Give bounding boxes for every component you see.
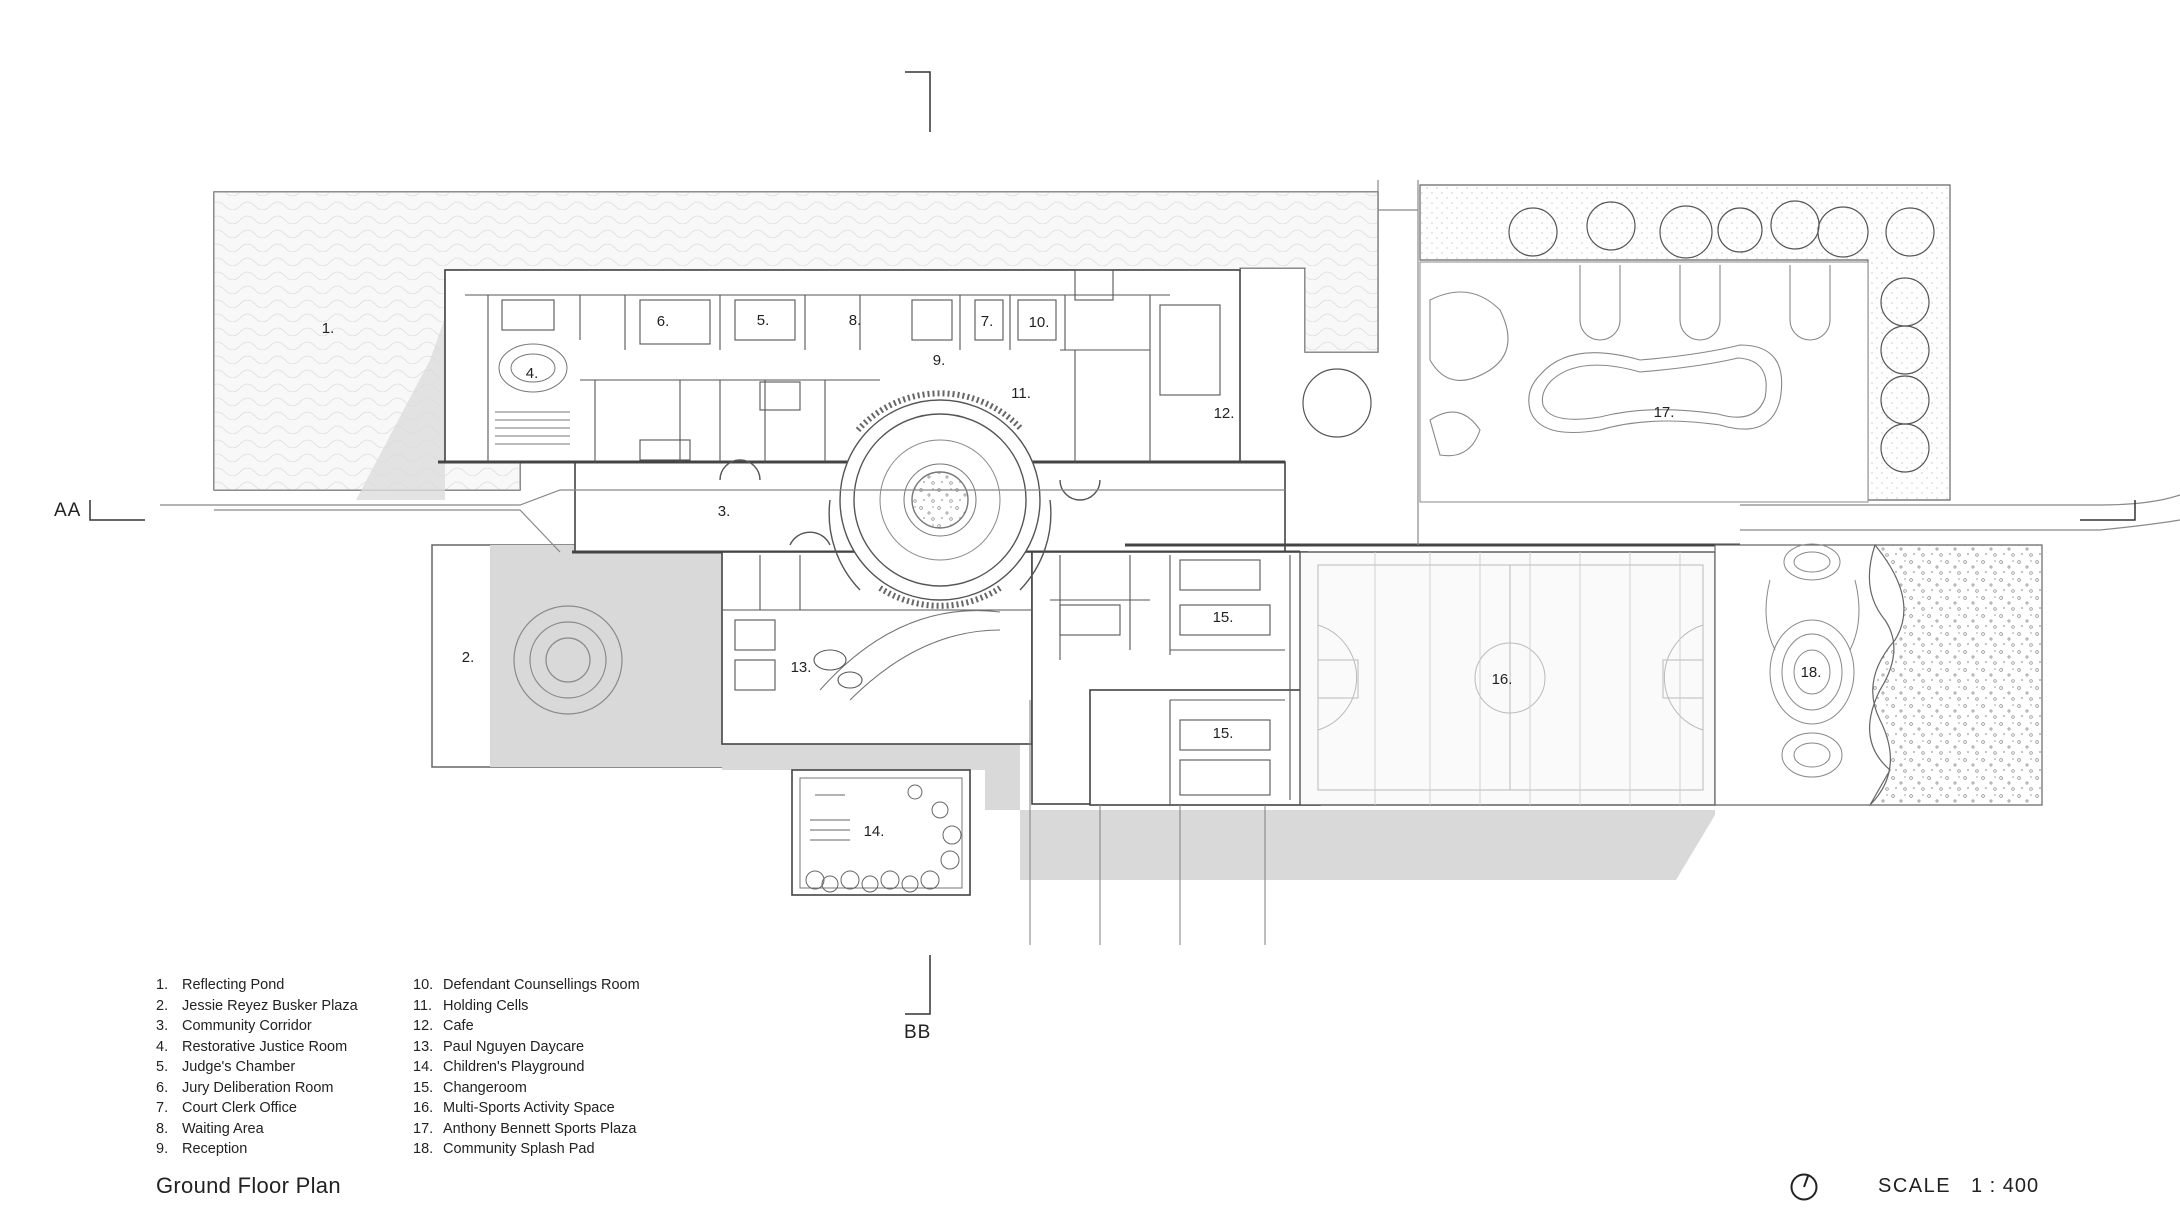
legend-item: 8. Waiting Area [156,1119,358,1140]
legend-num: 6. [156,1079,169,1096]
legend-label: Community Corridor [182,1018,312,1034]
legend-num: 5. [156,1059,169,1075]
room-tag-14: 14. [864,823,885,840]
room-tag-12: 12. [1214,405,1235,422]
legend-item: 12. Cafe [413,1016,640,1037]
legend-label: Defendant Counsellings Room [443,977,640,993]
legend-item: 4. Restorative Justice Room [156,1037,358,1058]
room-tag-9: 9. [933,352,946,369]
legend-num: 8. [156,1120,169,1137]
room-tag-16: 16. [1492,671,1513,688]
room-tag-7: 7. [981,313,994,330]
legend-label: Waiting Area [182,1120,264,1137]
room-tag-18: 18. [1801,664,1822,681]
room-tag-6: 6. [657,313,670,330]
scale-label: SCALE [1878,1175,1952,1197]
legend-num: 9. [156,1141,169,1157]
legend-label: Holding Cells [443,997,529,1014]
legend-label: Restorative Justice Room [182,1038,348,1055]
playground-detail [805,784,962,893]
legend-num: 15. [413,1079,434,1096]
busker-plaza [431,544,723,768]
legend-num: 14. [413,1059,434,1075]
legend-label: Jessie Reyez Busker Plaza [182,997,358,1014]
legend-label: Anthony Bennett Sports Plaza [443,1120,637,1137]
central-rotunda [719,390,1101,609]
legend-label: Paul Nguyen Daycare [443,1038,585,1055]
legend-label: Cafe [443,1018,474,1034]
legend-item: 16. Multi-Sports Activity Space [413,1098,640,1119]
section-label-bb: BB [904,1022,931,1043]
north-arrow-icon [1790,1173,1818,1201]
restorative-room-furniture [495,343,570,445]
room-tag-15a: 15. [1213,609,1234,626]
legend-item: 9. Reception [156,1139,358,1160]
legend-item: 10. Defendant Counsellings Room [413,975,640,996]
legend-label: Jury Deliberation Room [182,1079,334,1096]
legend-num: 12. [413,1018,434,1034]
legend-num: 16. [413,1100,434,1116]
legend-item: 17. Anthony Bennett Sports Plaza [413,1119,640,1140]
room-tag-1: 1. [322,320,335,337]
room-tag-3: 3. [718,503,731,520]
section-marker-aa [89,500,2136,521]
room-tag-10: 10. [1029,314,1050,331]
legend-item: 11. Holding Cells [413,996,640,1017]
north-wing-partitions [465,269,1221,462]
legend-num: 4. [156,1038,169,1055]
drawing-title: Ground Floor Plan [156,1173,341,1198]
room-tags: 1. 2. 3. 4. 5. 6. 7. 8. 9. 10. 11. 12. 1… [322,312,1822,840]
legend-item: 15. Changeroom [413,1078,640,1099]
room-tag-17: 17. [1654,404,1675,421]
legend-item: 13. Paul Nguyen Daycare [413,1037,640,1058]
legend-num: 1. [156,977,169,993]
legend-item: 18. Community Splash Pad [413,1139,640,1160]
legend-label: Reception [182,1141,248,1157]
sports-plaza [1302,184,1951,503]
south-wing-partitions [722,555,1291,945]
legend-num: 11. [413,997,433,1014]
legend-col1: 1. Reflecting Pond 2. Jessie Reyez Busker … [156,975,358,1160]
room-tag-4: 4. [526,365,539,382]
legend-item: 14. Children's Playground [413,1057,640,1078]
room-tag-5: 5. [757,312,770,329]
legend-num: 18. [413,1141,434,1157]
legend-label: Children's Playground [443,1059,585,1075]
room-tag-15b: 15. [1213,725,1234,742]
legend-num: 7. [156,1100,169,1116]
site-edges [160,180,2180,553]
legend-col2: 10. Defendant Counsellings Room 11. Holdin… [413,975,640,1160]
legend-item: 6. Jury Deliberation Room [156,1078,358,1099]
legend-item: 1. Reflecting Pond [156,975,358,996]
legend-item: 3. Community Corridor [156,1016,358,1037]
legend-label: Judge's Chamber [182,1059,296,1075]
scale-value: 1 : 400 [1971,1175,2040,1197]
room-tag-8: 8. [849,312,862,329]
legend-num: 2. [156,997,169,1014]
room-tag-11: 11. [1011,385,1031,402]
room-tag-13: 13. [791,659,812,676]
section-label-aa: AA [54,500,81,521]
legend-label: Court Clerk Office [182,1100,297,1116]
legend-label: Changeroom [443,1079,527,1096]
multi-sports-space [1299,551,1716,806]
legend-item: 5. Judge's Chamber [156,1057,358,1078]
legend-label: Community Splash Pad [443,1141,595,1157]
room-tag-2: 2. [462,649,475,666]
legend-label: Reflecting Pond [182,977,285,993]
legend-num: 3. [156,1018,169,1034]
splash-pad [1714,543,2043,806]
legend-num: 10. [413,977,434,993]
legend-label: Multi-Sports Activity Space [443,1100,615,1116]
legend-item: 2. Jessie Reyez Busker Plaza [156,996,358,1017]
section-marker-bb [905,71,931,1015]
legend-num: 17. [413,1120,434,1137]
legend-num: 13. [413,1038,434,1055]
legend-item: 7. Court Clerk Office [156,1098,358,1119]
